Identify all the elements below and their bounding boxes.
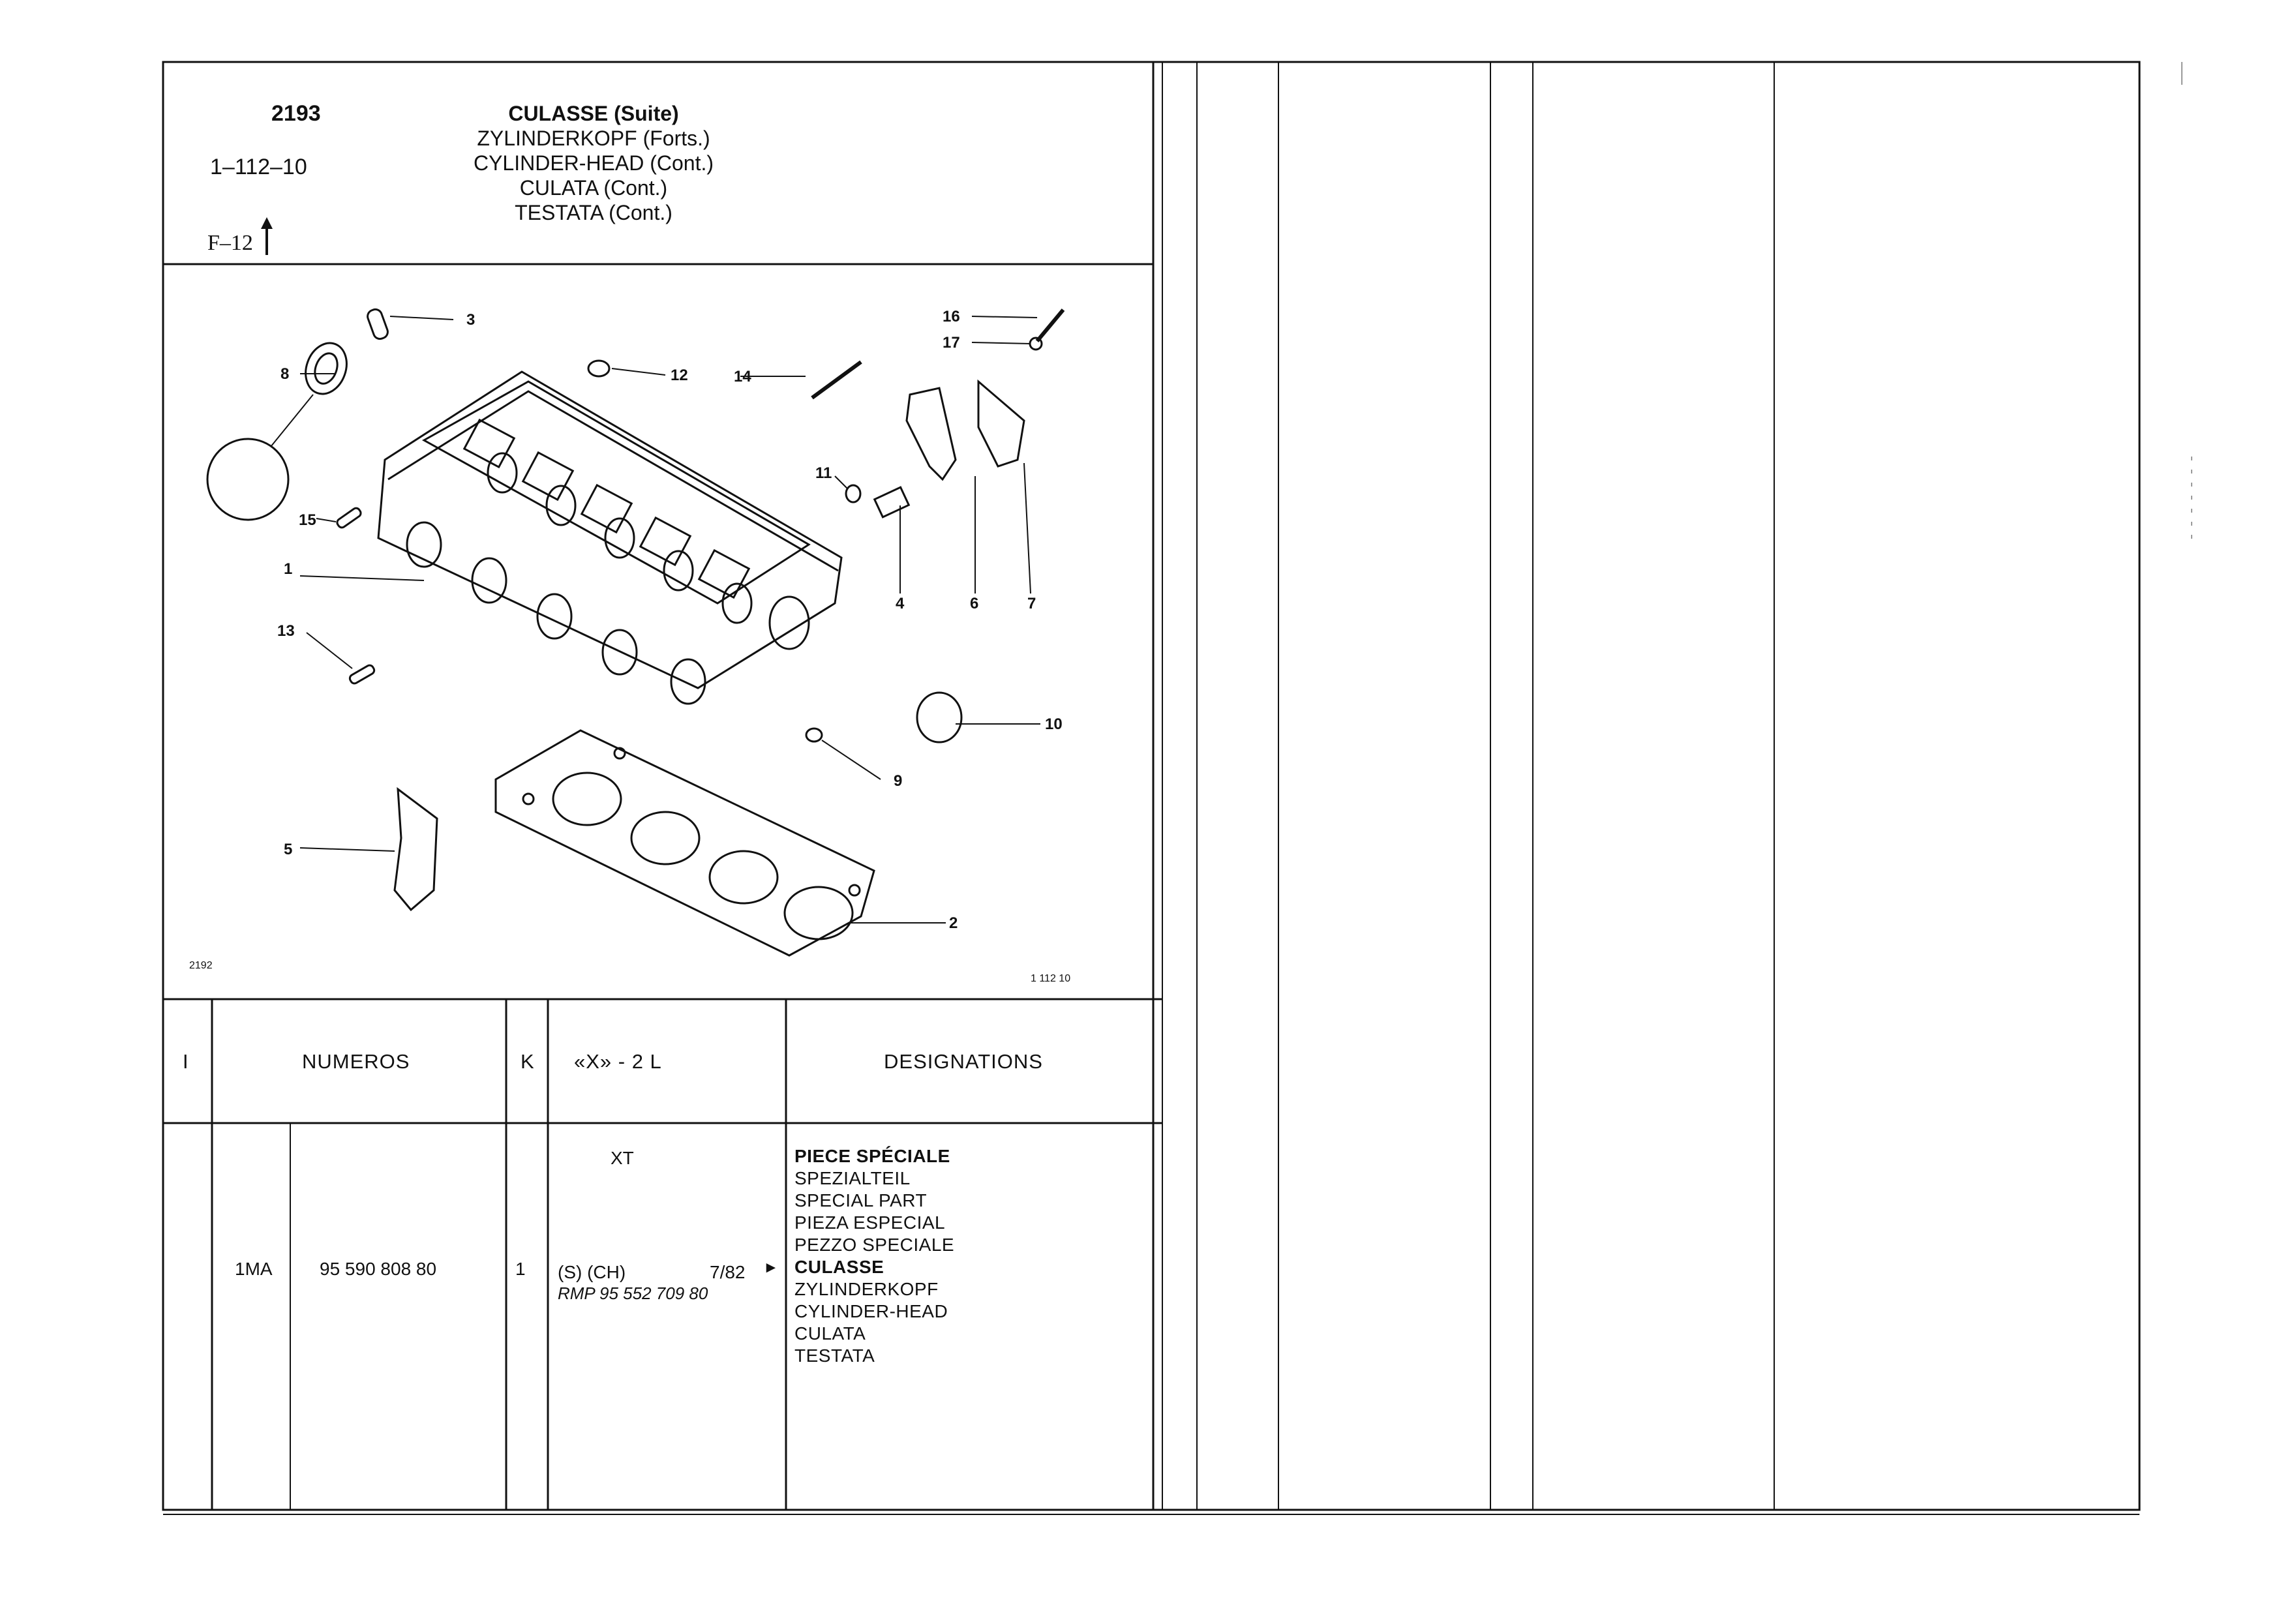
designation-es-special: PIEZA ESPECIAL	[794, 1212, 946, 1233]
diagram-corner-right: 1 112 10	[1031, 973, 1070, 984]
callout-17: 17	[943, 334, 960, 352]
arrow-up-icon	[261, 217, 273, 255]
callout-6: 6	[970, 595, 978, 612]
designations-list: PIECE SPÉCIALE SPEZIALTEIL SPECIAL PART …	[794, 1145, 954, 1367]
diagram-corner-left: 2192	[189, 960, 213, 971]
callout-10: 10	[1045, 715, 1063, 733]
title-block: CULASSE (Suite) ZYLINDERKOPF (Forts.) CY…	[417, 101, 770, 225]
reference-number: 1–112–10	[210, 155, 307, 179]
designation-fr: CULASSE	[794, 1257, 884, 1277]
callout-13: 13	[277, 622, 295, 640]
col-header-numeros: NUMEROS	[302, 1050, 410, 1073]
designation-de: ZYLINDERKOPF	[794, 1279, 939, 1299]
callout-12: 12	[671, 367, 688, 384]
exploded-diagram: 1 2 3 4 5 6 7 8 9 10 11 12 13 14 15 16 1…	[189, 308, 1070, 984]
callout-5: 5	[284, 841, 292, 858]
callout-3: 3	[466, 311, 475, 329]
designation-fr-special: PIECE SPÉCIALE	[794, 1146, 950, 1166]
arrow-right-icon: ►	[763, 1259, 779, 1276]
title-fr: CULASSE (Suite)	[508, 102, 679, 125]
section-code: 2193	[271, 101, 321, 126]
col-header-i: I	[183, 1050, 189, 1073]
callout-1: 1	[284, 560, 292, 578]
callout-8: 8	[280, 365, 289, 383]
head-gasket-part	[494, 729, 875, 957]
quantity: 1	[515, 1259, 526, 1279]
callout-2: 2	[949, 914, 958, 932]
callout-11: 11	[815, 464, 832, 482]
col-header-k: K	[521, 1050, 535, 1073]
title-en: CYLINDER-HEAD (Cont.)	[473, 151, 714, 175]
cylinder-head-part	[377, 370, 843, 705]
row-code: 1MA	[235, 1259, 273, 1279]
designation-it: TESTATA	[794, 1345, 875, 1366]
designation-en: CYLINDER-HEAD	[794, 1301, 948, 1321]
figure-ref: F–12	[207, 217, 275, 256]
variant: XT	[611, 1148, 634, 1168]
designation-it-special: PEZZO SPECIALE	[794, 1235, 955, 1255]
callout-15: 15	[299, 511, 316, 529]
col-header-variant: «X» - 2 L	[574, 1050, 662, 1073]
col-header-designations: DESIGNATIONS	[884, 1050, 1043, 1073]
part-number: 95 590 808 80	[320, 1259, 437, 1279]
designation-es: CULATA	[794, 1323, 866, 1344]
designation-de-special: SPEZIALTEIL	[794, 1168, 911, 1188]
replacement-ref: RMP 95 552 709 80	[558, 1284, 708, 1303]
callout-9: 9	[894, 772, 902, 790]
callout-14: 14	[734, 368, 751, 385]
callout-4: 4	[896, 595, 905, 612]
title-es: CULATA (Cont.)	[519, 176, 668, 200]
callout-16: 16	[943, 308, 960, 325]
callout-7: 7	[1027, 595, 1036, 612]
spec-codes: (S) (CH)	[558, 1262, 626, 1282]
date-code: 7/82	[710, 1262, 746, 1282]
title-de: ZYLINDERKOPF (Forts.)	[477, 127, 710, 150]
designation-en-special: SPECIAL PART	[794, 1190, 928, 1210]
title-it: TESTATA (Cont.)	[515, 201, 672, 224]
